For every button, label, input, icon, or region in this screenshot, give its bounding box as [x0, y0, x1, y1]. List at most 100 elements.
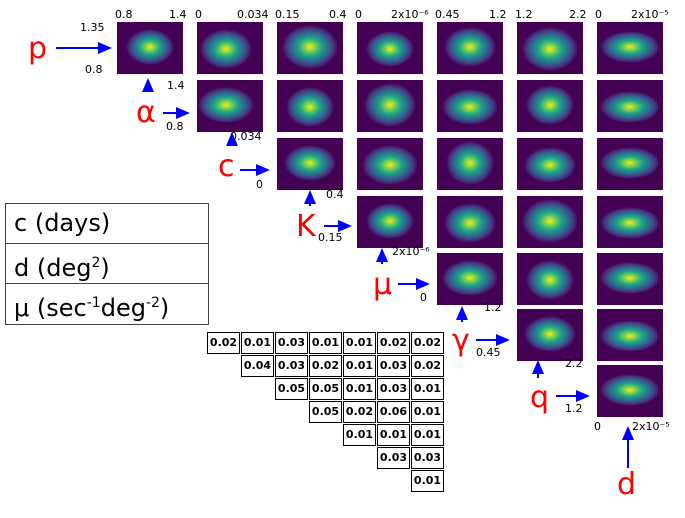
- density-contour: [600, 207, 660, 239]
- density-contour: [364, 83, 416, 127]
- top-tick-max: 1.4: [169, 8, 187, 21]
- unit-tail: ): [100, 254, 110, 282]
- density-contour: [284, 145, 336, 181]
- param-label-d: d: [617, 467, 637, 502]
- correlation-cell: 0.02: [411, 355, 444, 377]
- density-contour: [600, 91, 660, 123]
- top-tick-min: 0.8: [115, 8, 133, 21]
- density-contour: [600, 374, 660, 406]
- unit-tail: ): [159, 294, 170, 322]
- density-contour: [362, 145, 418, 185]
- correlation-cell: 0.06: [377, 401, 410, 423]
- correlation-cell: 0.03: [377, 355, 410, 377]
- correlation-cell: 0.01: [411, 424, 444, 446]
- unit-mid: deg: [100, 294, 146, 322]
- top-tick-max: 0.4: [329, 8, 347, 21]
- correlation-cell: 0.02: [411, 332, 444, 354]
- density-contour: [286, 87, 334, 127]
- tick-max: 2x10⁻⁵: [632, 420, 670, 433]
- density-contour: [442, 89, 498, 125]
- correlation-cell: 0.01: [309, 332, 342, 354]
- tick-max: 2x10⁻⁶: [392, 245, 430, 258]
- tick-max: 1.2: [484, 301, 502, 314]
- units-table: c (days) d (deg2) μ (sec-1deg-2): [5, 203, 209, 325]
- correlation-cell: 0.01: [377, 424, 410, 446]
- unit-text: (days): [27, 209, 111, 237]
- density-contour: [526, 260, 574, 300]
- correlation-cell: 0.05: [309, 378, 342, 400]
- top-tick-max: 1.2: [489, 8, 507, 21]
- top-tick-min: 0.15: [275, 8, 300, 21]
- correlation-cell: 0.02: [343, 401, 376, 423]
- tick-max: 0.034: [230, 130, 262, 143]
- unit-sup: 2: [91, 255, 101, 271]
- correlation-cell: 0.01: [411, 401, 444, 423]
- density-contour: [366, 31, 414, 67]
- tick-min: 0: [420, 291, 427, 304]
- unit-symbol: μ: [14, 294, 30, 322]
- density-contour: [126, 29, 174, 65]
- top-tick-min: 0: [195, 8, 202, 21]
- density-contour: [444, 203, 496, 243]
- param-label-p: p: [28, 31, 48, 66]
- unit-sup2: -2: [145, 295, 160, 311]
- correlation-cell: 0.02: [207, 332, 240, 354]
- density-contour: [198, 87, 254, 123]
- correlation-cell: 0.01: [343, 378, 376, 400]
- density-contour: [600, 262, 660, 294]
- correlation-cell: 0.03: [275, 355, 308, 377]
- correlation-cell: 0.01: [411, 378, 444, 400]
- correlation-cell: 0.04: [241, 355, 274, 377]
- correlation-cell: 0.05: [309, 401, 342, 423]
- param-label: μ: [373, 267, 393, 302]
- unit-symbol: c: [14, 209, 28, 237]
- top-tick-max: 0.034: [237, 8, 269, 21]
- tick-max: 1.35: [80, 21, 105, 34]
- tick-min: 1.2: [565, 402, 583, 415]
- top-tick-min: 0: [355, 8, 362, 21]
- density-contour: [600, 147, 660, 179]
- param-label: q: [530, 380, 550, 415]
- unit-text: (sec: [29, 294, 87, 322]
- tick-min: 0.8: [85, 63, 103, 76]
- units-row-d: d (deg2): [6, 244, 208, 284]
- density-contour: [524, 316, 576, 352]
- tick-min: 0.45: [476, 346, 501, 359]
- tick-min: 0.15: [318, 231, 343, 244]
- correlation-cell: 0.01: [343, 332, 376, 354]
- correlation-cell: 0.05: [275, 378, 308, 400]
- correlation-cell: 0.03: [411, 447, 444, 469]
- unit-symbol: d: [14, 254, 30, 282]
- correlation-cell: 0.02: [309, 355, 342, 377]
- density-contour: [366, 203, 414, 239]
- top-tick-max: 2x10⁻⁵: [631, 8, 669, 21]
- tick-max: 1.4: [167, 79, 185, 92]
- units-row-c: c (days): [6, 204, 208, 244]
- density-contour: [442, 260, 498, 296]
- density-contour: [200, 29, 252, 69]
- param-label: γ: [452, 323, 470, 358]
- top-tick-min: 0.45: [435, 8, 460, 21]
- top-tick-max: 2.2: [569, 8, 587, 21]
- correlation-cell: 0.01: [411, 470, 444, 492]
- density-contour: [600, 320, 660, 352]
- tick-min: 0: [594, 420, 601, 433]
- correlation-cell: 0.01: [343, 424, 376, 446]
- correlation-cell: 0.03: [377, 447, 410, 469]
- density-contour: [526, 85, 574, 125]
- unit-sup: -1: [86, 295, 101, 311]
- density-contour: [524, 147, 576, 183]
- correlation-cell: 0.02: [377, 332, 410, 354]
- tick-max: 0.4: [326, 188, 344, 201]
- top-tick-max: 2x10⁻⁶: [391, 8, 429, 21]
- unit-text: (deg: [29, 254, 92, 282]
- density-contour: [600, 31, 660, 63]
- param-label: K: [296, 209, 316, 244]
- tick-max: 2.2: [565, 357, 583, 370]
- param-label: α: [136, 95, 156, 130]
- density-contour: [282, 25, 338, 69]
- tick-min: 0: [256, 178, 263, 191]
- density-contour: [446, 141, 494, 185]
- top-tick-min: 0: [595, 8, 602, 21]
